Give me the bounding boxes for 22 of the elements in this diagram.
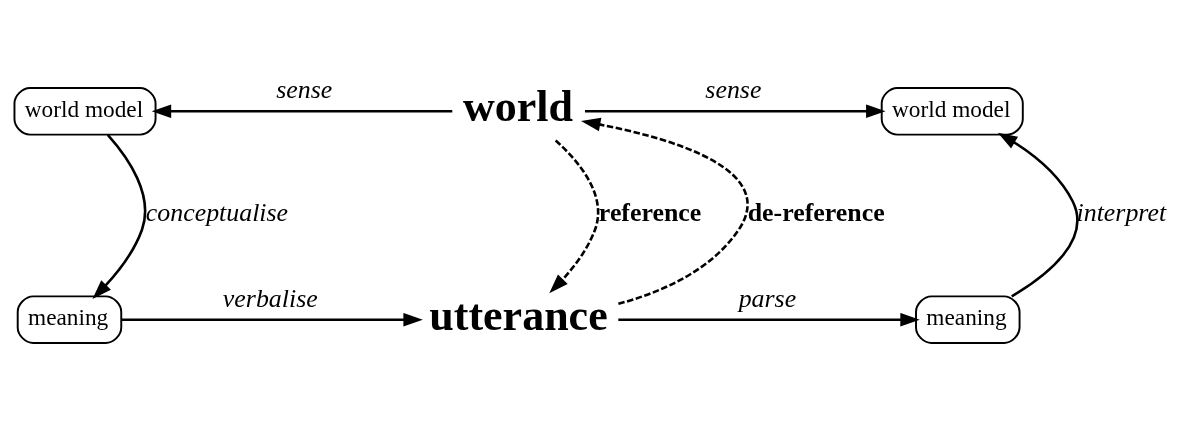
node-text: utterance	[429, 290, 608, 340]
arrow	[549, 139, 600, 293]
arrow	[618, 312, 920, 326]
arrow	[584, 104, 886, 118]
node-box: world model	[880, 86, 1024, 136]
node-box: meaning	[16, 294, 123, 344]
edge-label: de-reference	[747, 197, 885, 227]
edge-label: sense	[705, 74, 762, 104]
edge-label: interpret	[1076, 197, 1167, 227]
edge-label: sense	[276, 74, 333, 104]
arrow	[997, 132, 1079, 297]
arrow	[92, 133, 147, 299]
arrow	[151, 104, 453, 118]
arrow	[121, 312, 423, 326]
node-box: world model	[13, 86, 157, 136]
edge-label: reference	[598, 197, 702, 227]
arrow	[581, 117, 749, 305]
edge-label: verbalise	[222, 283, 318, 313]
node-text: world	[462, 81, 573, 131]
edge-label: conceptualise	[145, 197, 289, 227]
node-box: meaning	[915, 294, 1021, 344]
edge-label: parse	[738, 283, 797, 313]
